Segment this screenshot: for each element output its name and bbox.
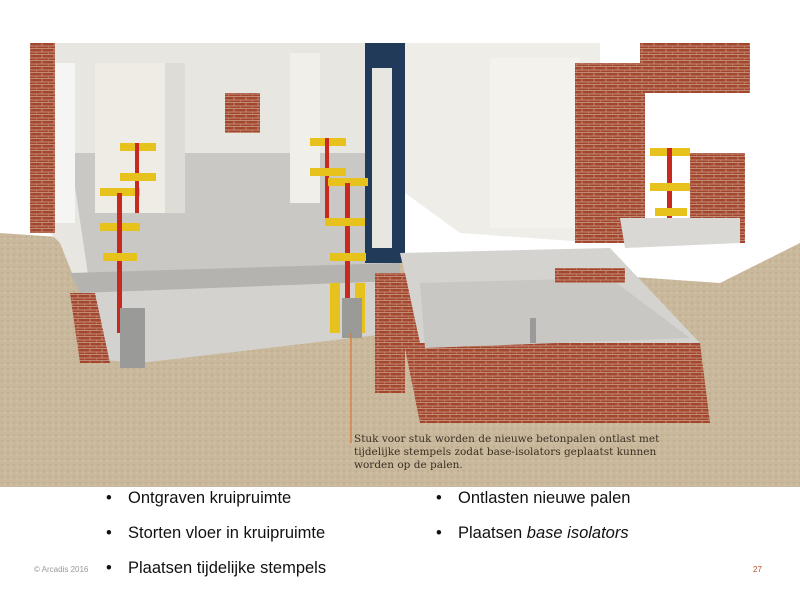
copyright-footer: © Arcadis 2016 <box>34 565 89 574</box>
page-number: 27 <box>753 565 762 574</box>
bullet-item: •Ontlasten nieuwe palen <box>436 489 631 507</box>
brick-pit <box>390 273 710 423</box>
right-brick-wall <box>575 63 645 243</box>
bullet-item: •Storten vloer in kruipruimte <box>106 524 326 542</box>
illustration-caption: Stuk voor stuk worden de nieuwe betonpal… <box>354 433 660 471</box>
bullet-item: •Plaatsen tijdelijke stempels <box>106 559 327 577</box>
building-cutaway-illustration <box>0 43 800 487</box>
bullet-item: •Plaatsen base isolators <box>436 524 629 542</box>
crawl-space-floor <box>80 281 395 363</box>
left-brick-wall <box>30 43 55 233</box>
bullet-item: •Ontgraven kruipruimte <box>106 489 292 507</box>
